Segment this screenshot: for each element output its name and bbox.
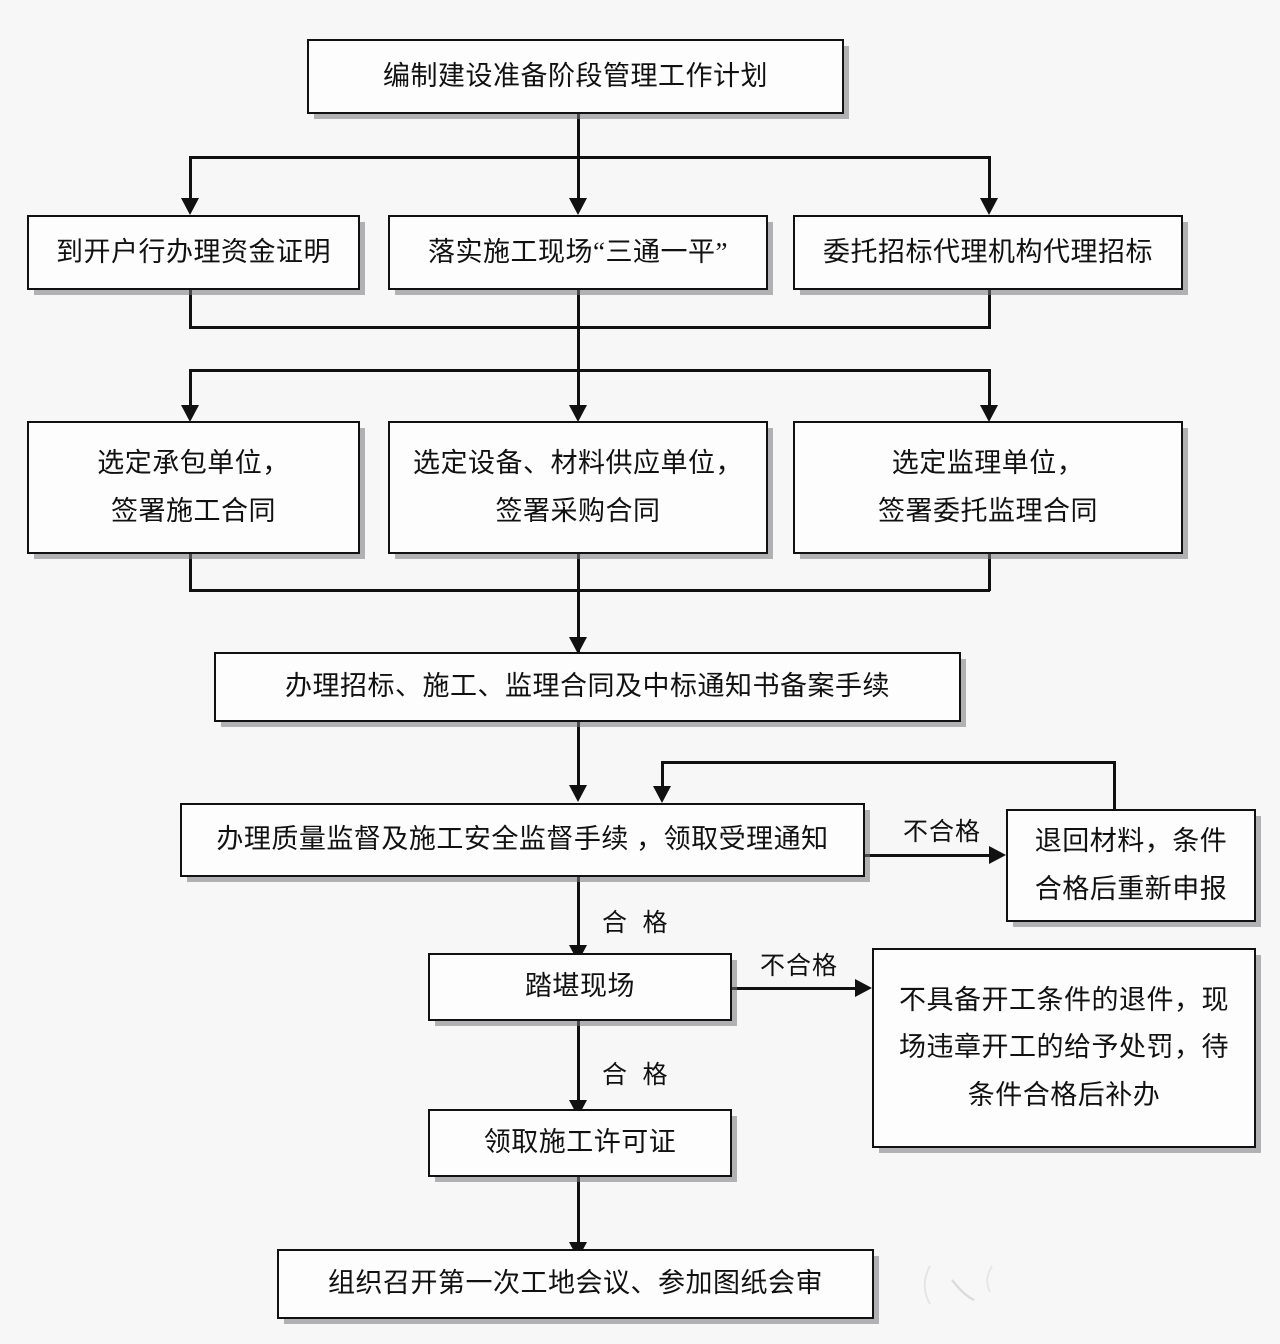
edge-filing-to-quality [577, 722, 580, 788]
edge-to-supplier [577, 369, 580, 410]
arrowhead-survey-to-penalty [855, 979, 872, 997]
arrowhead-to-supervisor [980, 405, 998, 422]
edge-quality-to-return [865, 854, 992, 857]
edge-row3-collector-bus [189, 589, 990, 592]
node-contractor-line2: 签署施工合同 [111, 495, 276, 526]
node-bidding-agency[interactable]: 委托招标代理机构代理招标 [793, 215, 1183, 290]
edge-to-supervisor [988, 369, 991, 410]
node-contractor[interactable]: 选定承包单位， 签署施工合同 [27, 421, 360, 554]
node-plan-label: 编制建设准备阶段管理工作计划 [383, 60, 768, 91]
arrowhead-filing-to-quality [569, 785, 587, 802]
node-penalty-text: 不具备开工条件的退件，现 场违章开工的给予处罚，待 条件合格后补办 [874, 977, 1254, 1119]
node-contract-filing[interactable]: 办理招标、施工、监理合同及中标通知书备案手续 [214, 652, 961, 722]
edge-site-down [577, 290, 580, 370]
edge-plan-to-site [577, 156, 580, 202]
arrowhead-quality-to-return [989, 846, 1006, 864]
arrowhead-plan-to-site [569, 198, 587, 215]
arrowhead-to-contract-filing [569, 637, 587, 654]
node-plan[interactable]: 编制建设准备阶段管理工作计划 [307, 39, 844, 114]
edge-label-fail-quality: 不合格 [903, 819, 982, 846]
node-supervisor-line1: 选定监理单位， [891, 448, 1085, 479]
node-site-survey-label: 踏堪现场 [525, 971, 635, 1002]
arrowhead-return-to-quality [653, 786, 671, 803]
edge-quality-to-survey [577, 877, 580, 948]
edge-row1-bus [189, 156, 990, 159]
node-penalty-line2: 场违章开工的给予处罚，待 [899, 1032, 1229, 1063]
arrowhead-to-contractor [181, 405, 199, 422]
edge-fund-down [189, 290, 192, 329]
node-penalty-line3: 条件合格后补办 [967, 1079, 1161, 1110]
edge-survey-to-permit [577, 1021, 580, 1103]
edge-bidding-down [988, 290, 991, 329]
node-return-material[interactable]: 退回材料，条件 合格后重新申报 [1006, 809, 1256, 922]
node-contract-filing-label: 办理招标、施工、监理合同及中标通知书备案手续 [285, 671, 890, 702]
node-construction-permit[interactable]: 领取施工许可证 [428, 1109, 732, 1177]
arrowhead-plan-to-bidding [980, 198, 998, 215]
node-supplier-line2: 签署采购合同 [495, 495, 661, 526]
edge-return-feedback-down [661, 761, 664, 789]
edge-label-pass-quality: 合 格 [602, 910, 669, 937]
edge-plan-to-fund [189, 156, 192, 202]
node-penalty[interactable]: 不具备开工条件的退件，现 场违章开工的给予处罚，待 条件合格后补办 [872, 948, 1256, 1148]
node-supplier-text: 选定设备、材料供应单位， 签署采购合同 [390, 440, 766, 535]
edge-plan-stem [577, 114, 580, 159]
node-supplier-line1: 选定设备、材料供应单位， [413, 448, 743, 479]
node-penalty-line1: 不具备开工条件的退件，现 [899, 985, 1229, 1016]
edge-return-feedback-top [661, 761, 1116, 764]
node-first-site-meeting[interactable]: 组织召开第一次工地会议、参加图纸会审 [277, 1249, 874, 1319]
watermark-artifact [923, 1265, 993, 1305]
edge-permit-to-meeting [577, 1177, 580, 1245]
edge-plan-to-bidding [988, 156, 991, 202]
arrowhead-to-supplier [569, 405, 587, 422]
node-site-three-connections-label: 落实施工现场“三通一平” [428, 236, 728, 267]
edge-row3-distributor-bus [189, 369, 990, 372]
edge-label-fail-survey: 不合格 [760, 953, 839, 980]
node-fund-certificate[interactable]: 到开户行办理资金证明 [27, 215, 360, 290]
edge-survey-to-penalty [732, 987, 858, 990]
arrowhead-plan-to-fund [181, 198, 199, 215]
node-return-material-line1: 退回材料，条件 [1034, 826, 1228, 857]
edge-to-contractor [189, 369, 192, 410]
node-supervisor-line2: 签署委托监理合同 [878, 495, 1098, 526]
node-construction-permit-label: 领取施工许可证 [483, 1127, 677, 1158]
node-supervisor-text: 选定监理单位， 签署委托监理合同 [795, 440, 1181, 535]
node-contractor-text: 选定承包单位， 签署施工合同 [29, 440, 358, 535]
edge-supplier-down [577, 554, 580, 653]
node-quality-supervision-label: 办理质量监督及施工安全监督手续 ，领取受理通知 [216, 824, 829, 855]
edge-row2-collector-bus [189, 326, 990, 329]
edge-contractor-down [189, 554, 192, 591]
edge-return-up-stem [1113, 761, 1116, 811]
node-first-site-meeting-label: 组织召开第一次工地会议、参加图纸会审 [328, 1268, 823, 1299]
edge-supervisor-down [988, 554, 991, 591]
node-supervisor[interactable]: 选定监理单位， 签署委托监理合同 [793, 421, 1183, 554]
node-return-material-line2: 合格后重新申报 [1034, 873, 1228, 904]
node-bidding-agency-label: 委托招标代理机构代理招标 [823, 236, 1153, 267]
node-site-three-connections[interactable]: 落实施工现场“三通一平” [388, 215, 768, 290]
node-quality-supervision[interactable]: 办理质量监督及施工安全监督手续 ，领取受理通知 [180, 803, 865, 877]
node-site-survey[interactable]: 踏堪现场 [428, 953, 732, 1021]
node-contractor-line1: 选定承包单位， [97, 448, 290, 479]
node-fund-certificate-label: 到开户行办理资金证明 [56, 236, 331, 267]
node-supplier[interactable]: 选定设备、材料供应单位， 签署采购合同 [388, 421, 768, 554]
edge-label-pass-survey: 合 格 [602, 1062, 669, 1089]
node-return-material-text: 退回材料，条件 合格后重新申报 [1008, 818, 1254, 913]
